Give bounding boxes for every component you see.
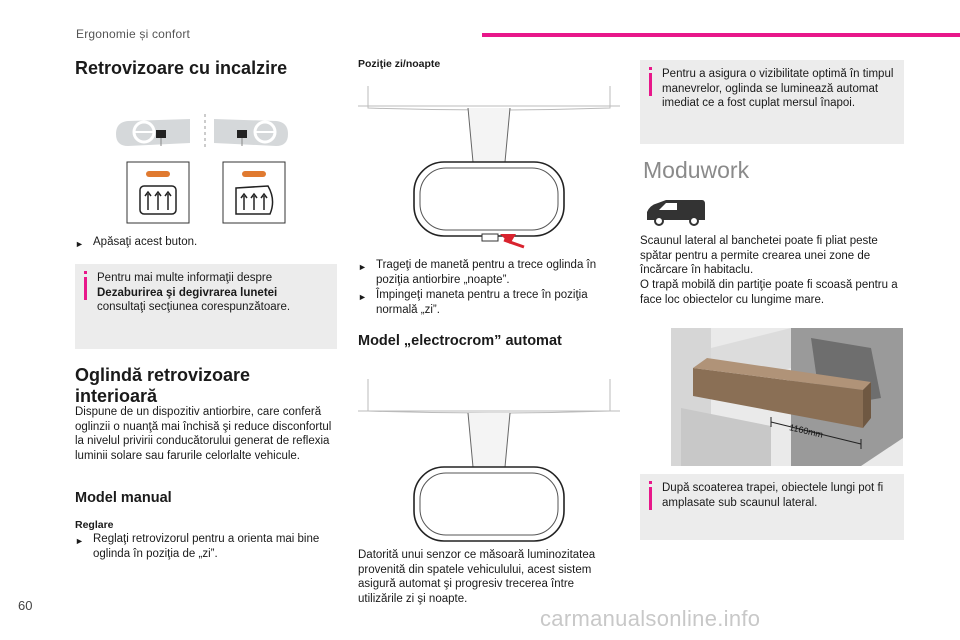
interior-mirror-description: Dispune de un dispozitiv antiorbire, car… [75, 406, 332, 462]
manual-model-title: Model manual [75, 490, 172, 506]
press-button-bullet: ► Apăsaţi acest buton. [75, 235, 337, 252]
bullet-arrow-icon: ► [75, 239, 84, 249]
page-number: 60 [18, 598, 33, 613]
day-night-mirror-illustration [358, 82, 620, 252]
header-accent-bar [482, 33, 960, 37]
defog-note-link-text: Dezaburirea şi degivrarea lunetei [97, 286, 278, 299]
info-icon [649, 67, 652, 96]
bullet-arrow-icon: ► [358, 292, 367, 302]
defog-note-text-end: consultaţi secţiunea corespunzătoare. [97, 301, 291, 313]
press-button-text: Apăsaţi acest buton. [93, 236, 198, 248]
bullet-arrow-icon: ► [75, 536, 84, 546]
pull-lever-text: Trageţi de manetă pentru a trece oglinda… [376, 259, 597, 286]
section-header: Ergonomie și confort [76, 27, 191, 41]
push-lever-text: Împingeţi maneta pentru a trece în poziţ… [376, 289, 588, 316]
long-items-info-note: După scoaterea trapei, obiectele lungi p… [640, 474, 904, 540]
moduwork-cargo-photo: 1160mm [671, 328, 903, 466]
heated-mirrors-title: Retrovizoare cu incalzire [75, 58, 288, 78]
info-icon [649, 481, 652, 510]
electrochrome-mirror-illustration [358, 375, 620, 545]
electrochrome-description: Datorită unui senzor ce măsoară luminozi… [358, 549, 596, 605]
van-icon [644, 196, 706, 226]
heated-mirror-illustration [110, 110, 300, 225]
pull-lever-bullet: ► Trageţi de manetă pentru a trece oglin… [358, 258, 620, 287]
moduwork-description-2: O trapă mobilă din partiţie poate fi sco… [640, 279, 898, 306]
adjust-label: Reglare [75, 519, 114, 531]
adjust-mirror-bullet: ► Reglaţi retrovizorul pentru a orienta … [75, 532, 337, 561]
watermark: carmanualsonline.info [540, 606, 761, 631]
visibility-note-text: Pentru a asigura o vizibilitate optimă î… [662, 68, 894, 109]
defog-note-text-start: Pentru mai multe informaţii despre [97, 272, 273, 284]
moduwork-title: Moduwork [643, 157, 750, 183]
moduwork-description-1: Scaunul lateral al banchetei poate fi pl… [640, 235, 878, 276]
interior-mirror-title: Oglindă retrovizoare interioară [75, 365, 251, 406]
push-lever-bullet: ► Împingeţi maneta pentru a trece în poz… [358, 288, 620, 317]
adjust-mirror-text: Reglaţi retrovizorul pentru a orienta ma… [93, 533, 320, 560]
info-icon [84, 271, 87, 300]
day-night-label: Poziţie zi/noapte [358, 58, 441, 70]
long-items-note-text: După scoaterea trapei, obiectele lungi p… [662, 482, 884, 509]
bullet-arrow-icon: ► [358, 262, 367, 272]
electrochrome-title: Model „electrocrom” automat [358, 333, 562, 349]
visibility-info-note: Pentru a asigura o vizibilitate optimă î… [640, 60, 904, 144]
defog-info-note: Pentru mai multe informaţii despre Dezab… [75, 264, 337, 349]
